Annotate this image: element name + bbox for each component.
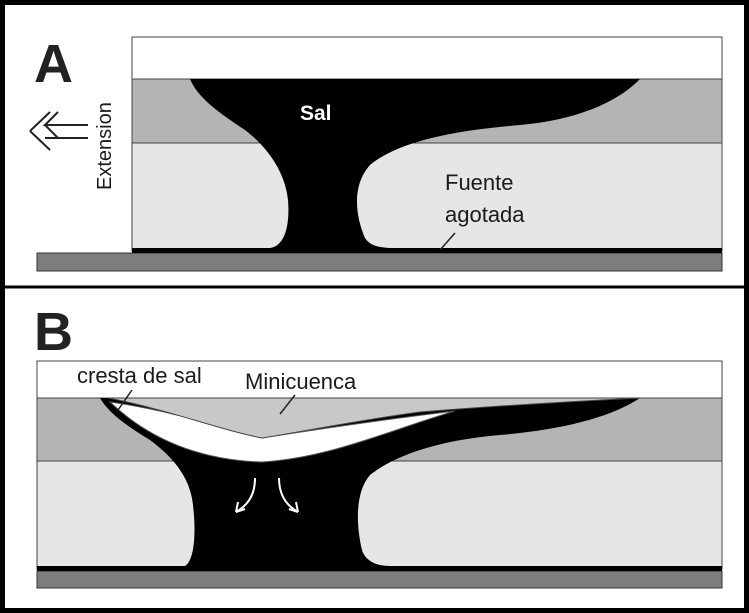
panel-a-upper-layer — [131, 36, 723, 80]
panel-a: A Sal Extension Fuente agotada — [29, 34, 723, 272]
panel-a-letter: A — [34, 34, 73, 94]
panel-b-crest-label: cresta de sal — [77, 363, 202, 388]
panel-b-lower-layer — [36, 460, 723, 570]
diverging-flow-arrows-icon — [235, 477, 299, 513]
panel-a-source-leader — [439, 232, 456, 251]
panel-a-salt-body — [132, 79, 722, 253]
panel-b-crest-leader — [117, 389, 133, 411]
panel-b-letter: B — [34, 302, 73, 362]
panel-b: B cresta de sal Minicuenca — [34, 302, 723, 589]
panel-b-minibasin — [107, 397, 641, 439]
panel-a-basement — [36, 252, 723, 272]
panel-a-lower-layer — [131, 142, 723, 252]
panel-a-extension-label: Extension — [94, 102, 116, 190]
panel-a-salt-label: Sal — [300, 102, 332, 125]
panel-b-basement — [36, 570, 723, 589]
left-double-arrow-icon — [29, 111, 88, 151]
panel-b-minibasin-leader — [279, 394, 296, 415]
panel-b-minibasin-label: Minicuenca — [245, 369, 357, 394]
panel-a-source-label-line2: agotada — [445, 202, 525, 227]
panel-a-source-label-line1: Fuente — [445, 170, 514, 195]
panel-b-upper-layer — [36, 360, 723, 399]
